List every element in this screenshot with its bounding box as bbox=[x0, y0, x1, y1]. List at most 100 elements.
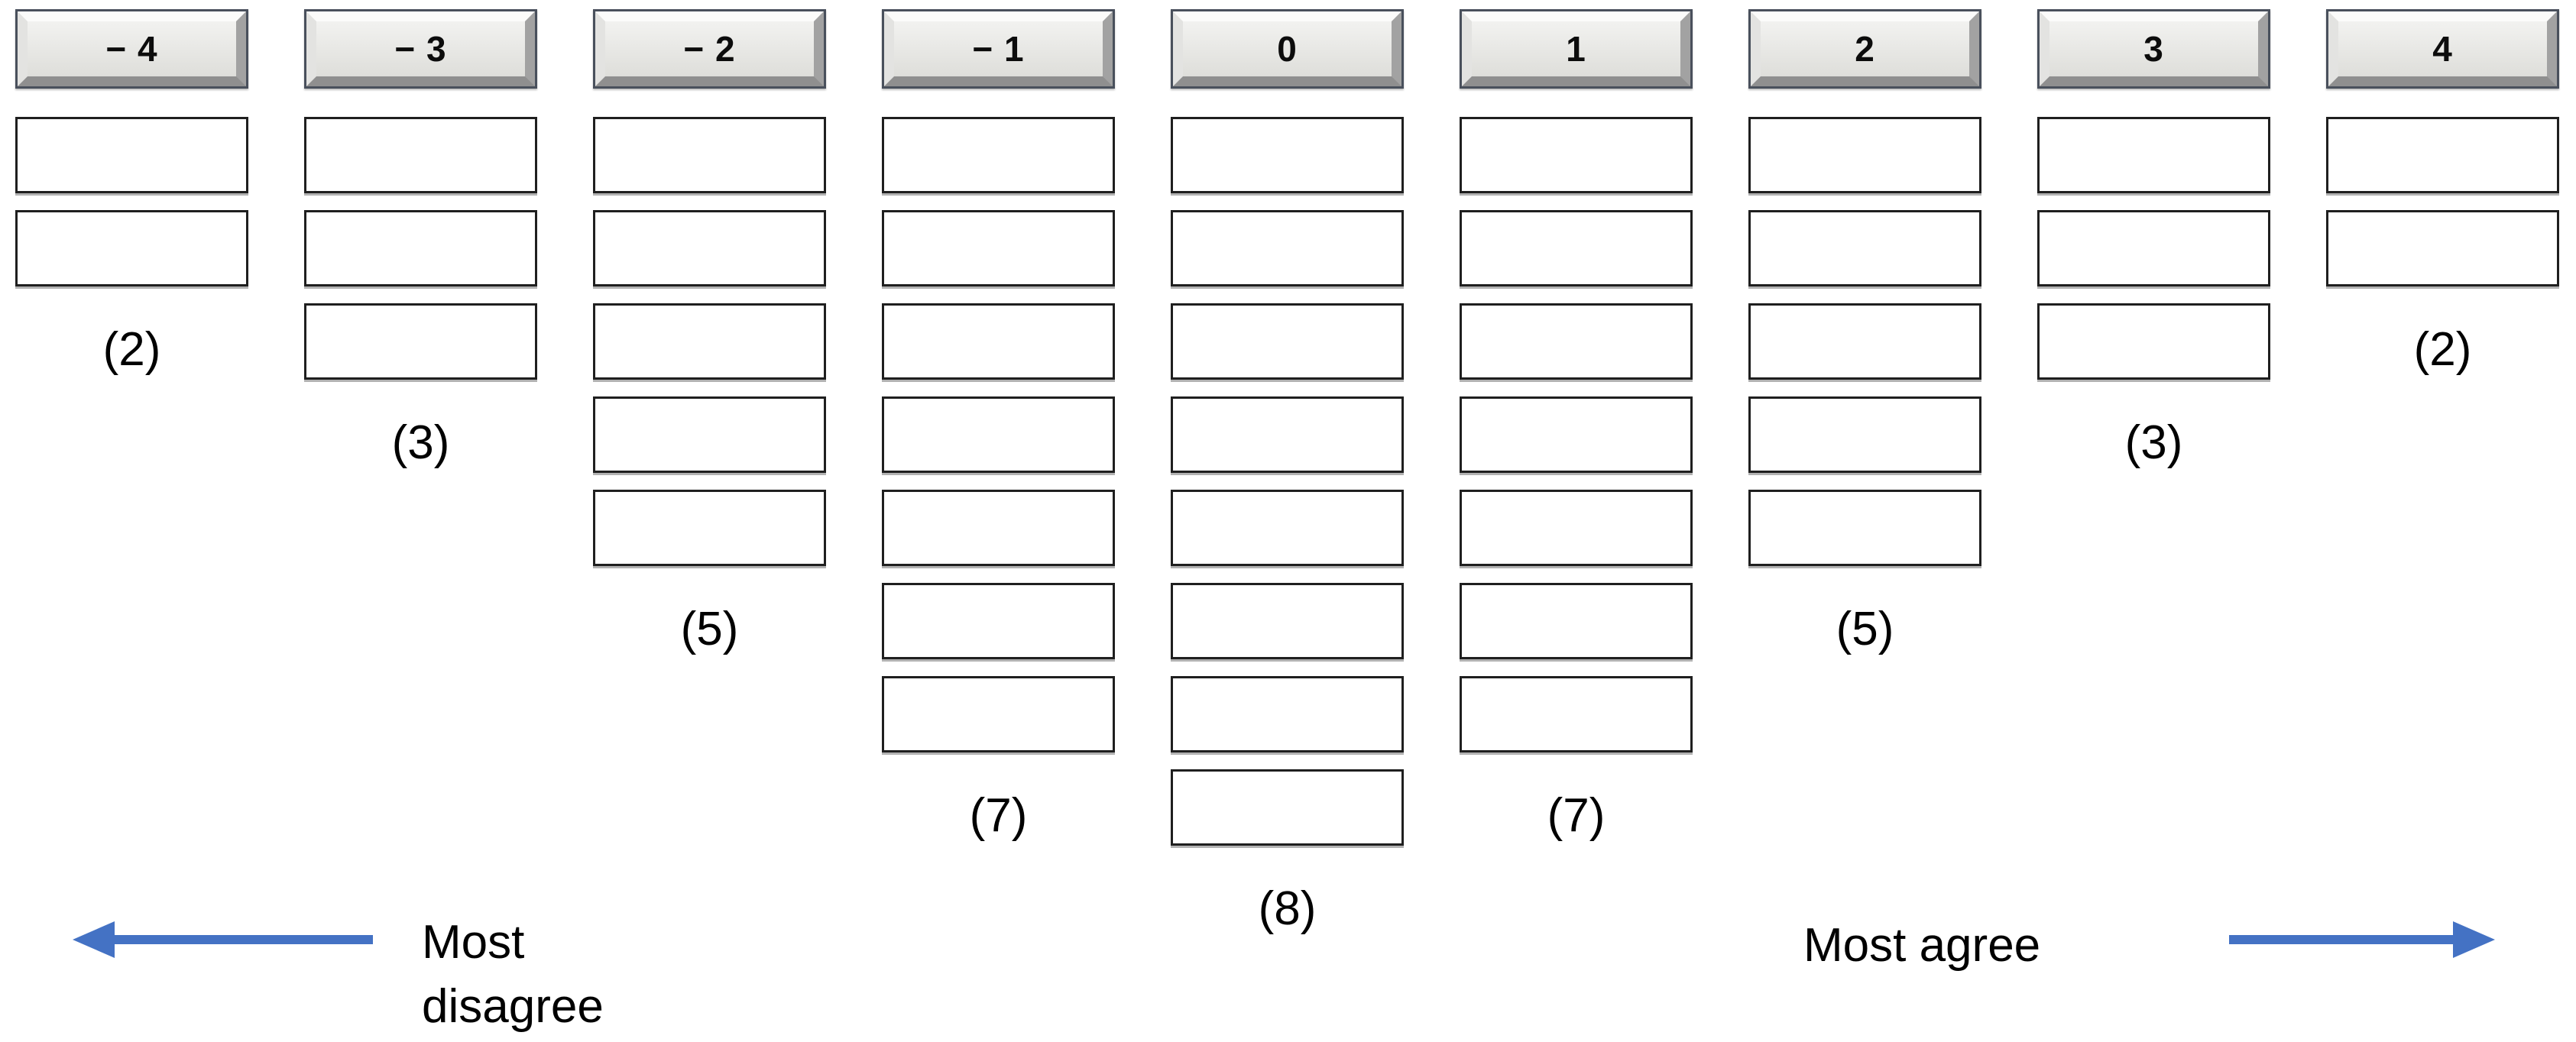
arrow-line bbox=[2229, 935, 2458, 944]
card-slot[interactable] bbox=[2037, 303, 2270, 380]
card-slot-stack bbox=[1171, 117, 1404, 862]
card-slot[interactable] bbox=[1748, 117, 1981, 193]
card-slot-stack bbox=[15, 117, 248, 303]
card-slot[interactable] bbox=[1460, 583, 1693, 659]
arrow-right-icon bbox=[2453, 921, 2495, 958]
card-slot[interactable] bbox=[304, 117, 537, 193]
arrow-line bbox=[107, 935, 373, 944]
card-slot[interactable] bbox=[1171, 769, 1404, 846]
scale-value-button[interactable]: − 4 bbox=[15, 9, 248, 89]
scale-value-button[interactable]: − 3 bbox=[304, 9, 537, 89]
card-slot[interactable] bbox=[1171, 210, 1404, 286]
card-slot[interactable] bbox=[2037, 210, 2270, 286]
qsort-column: − 1 (7) bbox=[882, 9, 1115, 954]
slot-count-label: (8) bbox=[1258, 882, 1317, 935]
card-slot[interactable] bbox=[1460, 396, 1693, 473]
scale-value-button[interactable]: 1 bbox=[1460, 9, 1693, 89]
slot-count-label: (2) bbox=[2413, 322, 2472, 376]
card-slot[interactable] bbox=[1748, 490, 1981, 566]
card-slot-stack bbox=[1748, 117, 1981, 583]
card-slot[interactable] bbox=[593, 210, 826, 286]
slot-count-label: (3) bbox=[391, 416, 450, 469]
qsort-column: 3 (3) bbox=[2037, 9, 2270, 954]
scale-value-button[interactable]: − 1 bbox=[882, 9, 1115, 89]
scale-value-button[interactable]: − 2 bbox=[593, 9, 826, 89]
card-slot[interactable] bbox=[882, 396, 1115, 473]
card-slot[interactable] bbox=[1171, 583, 1404, 659]
scale-value-button[interactable]: 2 bbox=[1748, 9, 1981, 89]
card-slot[interactable] bbox=[1171, 490, 1404, 566]
slot-count-label: (7) bbox=[1547, 788, 1606, 842]
card-slot[interactable] bbox=[304, 210, 537, 286]
card-slot[interactable] bbox=[882, 210, 1115, 286]
button-bevel: 0 bbox=[1173, 11, 1401, 86]
scale-value-label: − 1 bbox=[972, 29, 1025, 69]
scale-value-label: − 2 bbox=[683, 29, 736, 69]
button-bevel: − 3 bbox=[306, 11, 535, 86]
button-bevel: 1 bbox=[1462, 11, 1690, 86]
scale-value-button[interactable]: 4 bbox=[2326, 9, 2559, 89]
card-slot-stack bbox=[1460, 117, 1693, 769]
most-agree-label: Most agree bbox=[1803, 919, 2041, 972]
slot-count-label: (5) bbox=[1836, 602, 1894, 655]
card-slot[interactable] bbox=[1460, 303, 1693, 380]
card-slot[interactable] bbox=[2326, 117, 2559, 193]
qsort-column: − 4 (2) bbox=[15, 9, 248, 954]
card-slot[interactable] bbox=[593, 396, 826, 473]
scale-value-label: − 4 bbox=[105, 29, 158, 69]
card-slot[interactable] bbox=[882, 676, 1115, 752]
card-slot[interactable] bbox=[15, 117, 248, 193]
most-disagree-line1: Most bbox=[422, 916, 525, 969]
most-disagree-arrow bbox=[73, 921, 374, 958]
scale-value-label: 2 bbox=[1855, 29, 1875, 69]
button-bevel: 3 bbox=[2040, 11, 2268, 86]
qsort-column: − 2 (5) bbox=[593, 9, 826, 954]
button-bevel: − 1 bbox=[884, 11, 1113, 86]
card-slot[interactable] bbox=[1171, 303, 1404, 380]
card-slot[interactable] bbox=[1460, 490, 1693, 566]
card-slot[interactable] bbox=[593, 490, 826, 566]
slot-count-label: (5) bbox=[680, 602, 739, 655]
qsort-column: − 3 (3) bbox=[304, 9, 537, 954]
card-slot[interactable] bbox=[882, 583, 1115, 659]
scale-value-label: − 3 bbox=[394, 29, 447, 69]
card-slot[interactable] bbox=[2326, 210, 2559, 286]
card-slot[interactable] bbox=[1460, 676, 1693, 752]
scale-value-label: 0 bbox=[1277, 29, 1298, 69]
card-slot[interactable] bbox=[882, 303, 1115, 380]
most-disagree-line2: disagree bbox=[422, 980, 604, 1033]
card-slot[interactable] bbox=[1460, 210, 1693, 286]
card-slot[interactable] bbox=[593, 303, 826, 380]
card-slot[interactable] bbox=[1171, 396, 1404, 473]
card-slot[interactable] bbox=[593, 117, 826, 193]
card-slot[interactable] bbox=[1748, 210, 1981, 286]
card-slot[interactable] bbox=[1748, 303, 1981, 380]
card-slot[interactable] bbox=[15, 210, 248, 286]
card-slot[interactable] bbox=[1748, 396, 1981, 473]
button-bevel: − 4 bbox=[18, 11, 246, 86]
card-slot-stack bbox=[2326, 117, 2559, 303]
card-slot[interactable] bbox=[1171, 117, 1404, 193]
card-slot[interactable] bbox=[882, 490, 1115, 566]
card-slot[interactable] bbox=[1460, 117, 1693, 193]
scale-value-label: 3 bbox=[2143, 29, 2164, 69]
card-slot[interactable] bbox=[2037, 117, 2270, 193]
qsort-grid: − 4 (2) − 3 (3) − 2 (5) bbox=[15, 9, 2559, 954]
qsort-column: 1 (7) bbox=[1460, 9, 1693, 954]
scale-value-button[interactable]: 3 bbox=[2037, 9, 2270, 89]
card-slot[interactable] bbox=[882, 117, 1115, 193]
card-slot-stack bbox=[304, 117, 537, 396]
qsort-column: 2 (5) bbox=[1748, 9, 1981, 954]
scale-value-label: 4 bbox=[2432, 29, 2453, 69]
button-bevel: 2 bbox=[1751, 11, 1979, 86]
card-slot[interactable] bbox=[304, 303, 537, 380]
scale-value-button[interactable]: 0 bbox=[1171, 9, 1404, 89]
card-slot-stack bbox=[2037, 117, 2270, 396]
scale-value-label: 1 bbox=[1566, 29, 1586, 69]
card-slot-stack bbox=[593, 117, 826, 583]
slot-count-label: (7) bbox=[969, 788, 1028, 842]
card-slot[interactable] bbox=[1171, 676, 1404, 752]
card-slot-stack bbox=[882, 117, 1115, 769]
qsort-column: 4 (2) bbox=[2326, 9, 2559, 954]
